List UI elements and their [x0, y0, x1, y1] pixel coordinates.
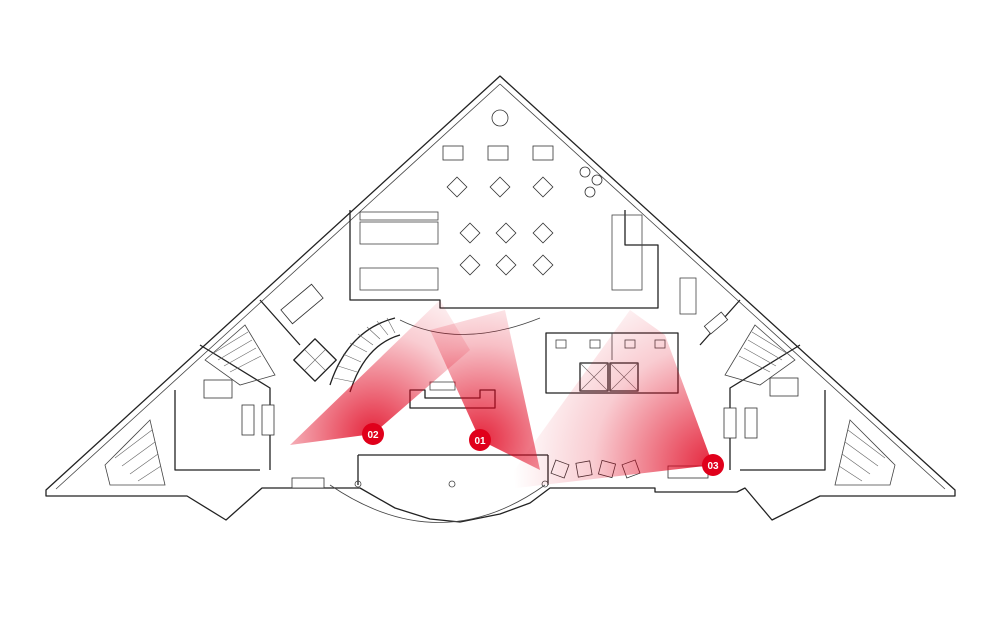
viewpoint-marker-02[interactable]: 02	[362, 423, 384, 445]
left-stair-lower	[104, 419, 166, 486]
viewpoint-marker-03[interactable]: 03	[702, 454, 724, 476]
dining-tables	[442, 109, 603, 276]
building-outline	[45, 75, 956, 523]
right-stair-lower	[834, 419, 896, 486]
marker-label: 03	[707, 461, 719, 472]
marker-circle	[702, 454, 724, 476]
central-staircase	[293, 317, 401, 393]
view-cones	[290, 300, 713, 490]
dining-area	[349, 109, 697, 315]
view-cone-03	[500, 310, 713, 490]
marker-label: 02	[367, 430, 379, 441]
marker-label: 01	[474, 436, 486, 447]
marker-circle	[469, 429, 491, 451]
left-wing	[104, 283, 325, 489]
view-cone-02	[290, 300, 470, 445]
viewpoint-marker-01[interactable]: 01	[469, 429, 491, 451]
left-stair-upper	[204, 324, 276, 386]
right-stair-upper	[724, 324, 796, 386]
marker-circle	[362, 423, 384, 445]
